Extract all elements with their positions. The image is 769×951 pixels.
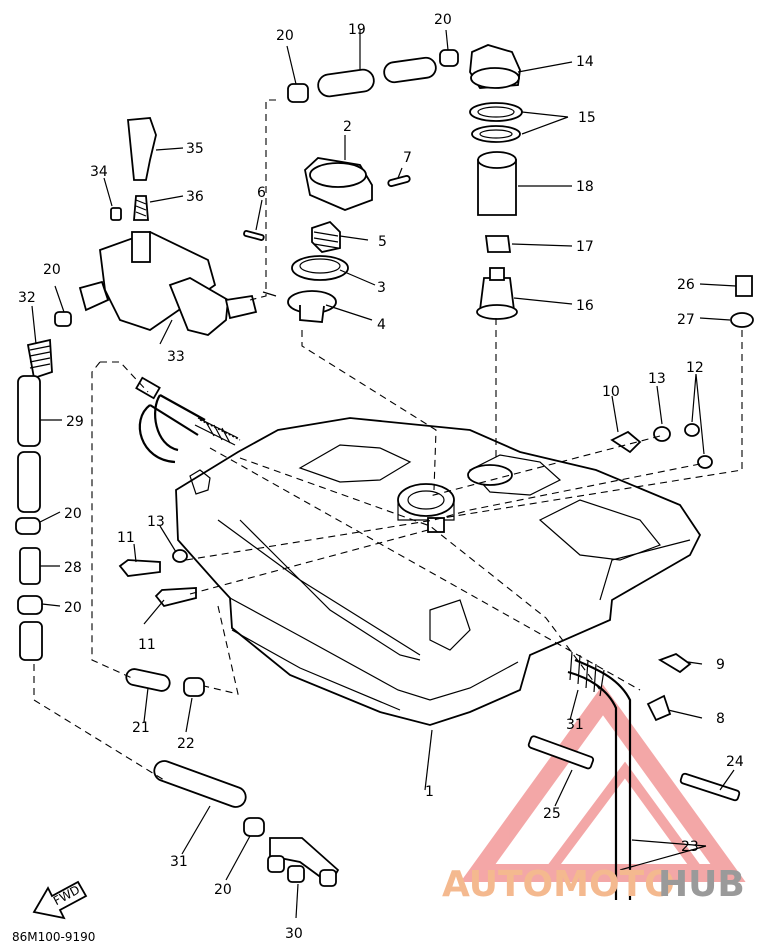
callout-11b: 11 <box>138 637 156 653</box>
callout-1: 1 <box>425 784 434 800</box>
drain-hose-right <box>567 651 632 900</box>
callout-35: 35 <box>186 141 204 157</box>
callout-12: 12 <box>686 360 704 376</box>
fwd-arrow: FWD <box>32 880 88 920</box>
callout-25: 25 <box>543 806 561 822</box>
callout-13a: 13 <box>147 514 165 530</box>
callout-6: 6 <box>257 185 266 201</box>
callout-30: 30 <box>285 926 303 942</box>
watermark-word-automoto: AUTOMOTO <box>442 864 675 905</box>
callout-20e: 20 <box>64 600 82 616</box>
watermark-logo-mark <box>460 684 746 882</box>
callout-14: 14 <box>576 54 594 70</box>
callout-31a: 31 <box>170 854 188 870</box>
callout-20d: 20 <box>64 506 82 522</box>
bottom-parts <box>125 668 340 887</box>
callout-19: 19 <box>348 22 366 38</box>
callout-32: 32 <box>18 290 36 306</box>
callout-20b: 20 <box>434 12 452 28</box>
callout-34: 34 <box>90 164 108 180</box>
callout-20f: 20 <box>214 882 232 898</box>
callout-22: 22 <box>177 736 195 752</box>
callout-21: 21 <box>132 720 150 736</box>
callout-labels: 1 2 3 4 5 6 7 8 9 10 11 11 12 13 13 14 1… <box>18 12 744 942</box>
callout-17: 17 <box>576 239 594 255</box>
callout-33: 33 <box>167 349 185 365</box>
callout-2: 2 <box>343 119 352 135</box>
callout-36: 36 <box>186 189 204 205</box>
left-hoses <box>15 311 72 661</box>
callout-5: 5 <box>378 234 387 250</box>
callout-27: 27 <box>677 312 695 328</box>
callout-9: 9 <box>716 657 725 673</box>
fuel-tank <box>175 417 702 726</box>
assembly-dashed-lines <box>33 99 743 781</box>
watermark-text: AUTOMOTO HUB <box>442 864 745 905</box>
callout-26: 26 <box>677 277 695 293</box>
callout-8: 8 <box>716 711 725 727</box>
callout-4: 4 <box>377 317 386 333</box>
callout-29: 29 <box>66 414 84 430</box>
watermark-word-hub: HUB <box>658 864 745 905</box>
callout-23: 23 <box>681 839 699 855</box>
callout-20c: 20 <box>43 262 61 278</box>
callout-15: 15 <box>578 110 596 126</box>
callout-10: 10 <box>602 384 620 400</box>
callout-28: 28 <box>64 560 82 576</box>
fuel-sender-assembly <box>469 44 523 320</box>
callout-3: 3 <box>377 280 386 296</box>
bolts-and-fittings <box>118 275 754 802</box>
drawing-code: 86M100-9190 <box>12 930 95 944</box>
callout-13b: 13 <box>648 371 666 387</box>
callout-7: 7 <box>403 150 412 166</box>
callout-18: 18 <box>576 179 594 195</box>
leader-lines <box>31 29 737 919</box>
callout-16: 16 <box>576 298 594 314</box>
filler-cap-assembly <box>243 157 411 323</box>
callout-31b: 31 <box>566 717 584 733</box>
top-hoses <box>287 49 459 103</box>
callout-20a: 20 <box>276 28 294 44</box>
callout-24: 24 <box>726 754 744 770</box>
fuel-cock <box>78 117 258 336</box>
vent-hose-loop <box>135 376 241 464</box>
callout-11a: 11 <box>117 530 135 546</box>
